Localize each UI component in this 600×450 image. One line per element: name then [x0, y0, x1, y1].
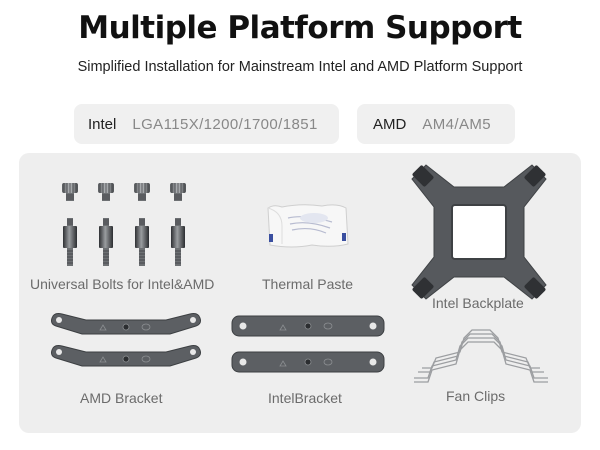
platform-intel-label: Intel [88, 115, 117, 133]
platform-amd-label: AMD [373, 115, 407, 133]
platform-amd-badge: AMD AM4/AM5 [357, 104, 515, 144]
page-title: Multiple Platform Support [78, 10, 522, 46]
intel-backplate-caption: Intel Backplate [432, 295, 524, 311]
platform-intel-badge: Intel LGA115X/1200/1700/1851 [74, 104, 339, 144]
bolts-caption: Universal Bolts for Intel&AMD [30, 276, 215, 292]
amd-bracket-image [51, 313, 201, 367]
thermal-paste-image [267, 204, 349, 248]
intel-bracket-caption: IntelBracket [268, 390, 342, 406]
fan-clips-image [414, 329, 548, 383]
intel-bracket-image [231, 315, 385, 373]
thermal-paste-caption: Thermal Paste [262, 276, 354, 292]
amd-bracket-caption: AMD Bracket [80, 390, 163, 406]
intel-backplate-image [411, 164, 547, 300]
platform-intel-sockets: LGA115X/1200/1700/1851 [132, 115, 318, 133]
fan-clips-caption: Fan Clips [446, 388, 506, 404]
page-subtitle: Simplified Installation for Mainstream I… [77, 59, 523, 75]
bolts-image [62, 182, 187, 267]
platform-amd-sockets: AM4/AM5 [422, 115, 491, 133]
